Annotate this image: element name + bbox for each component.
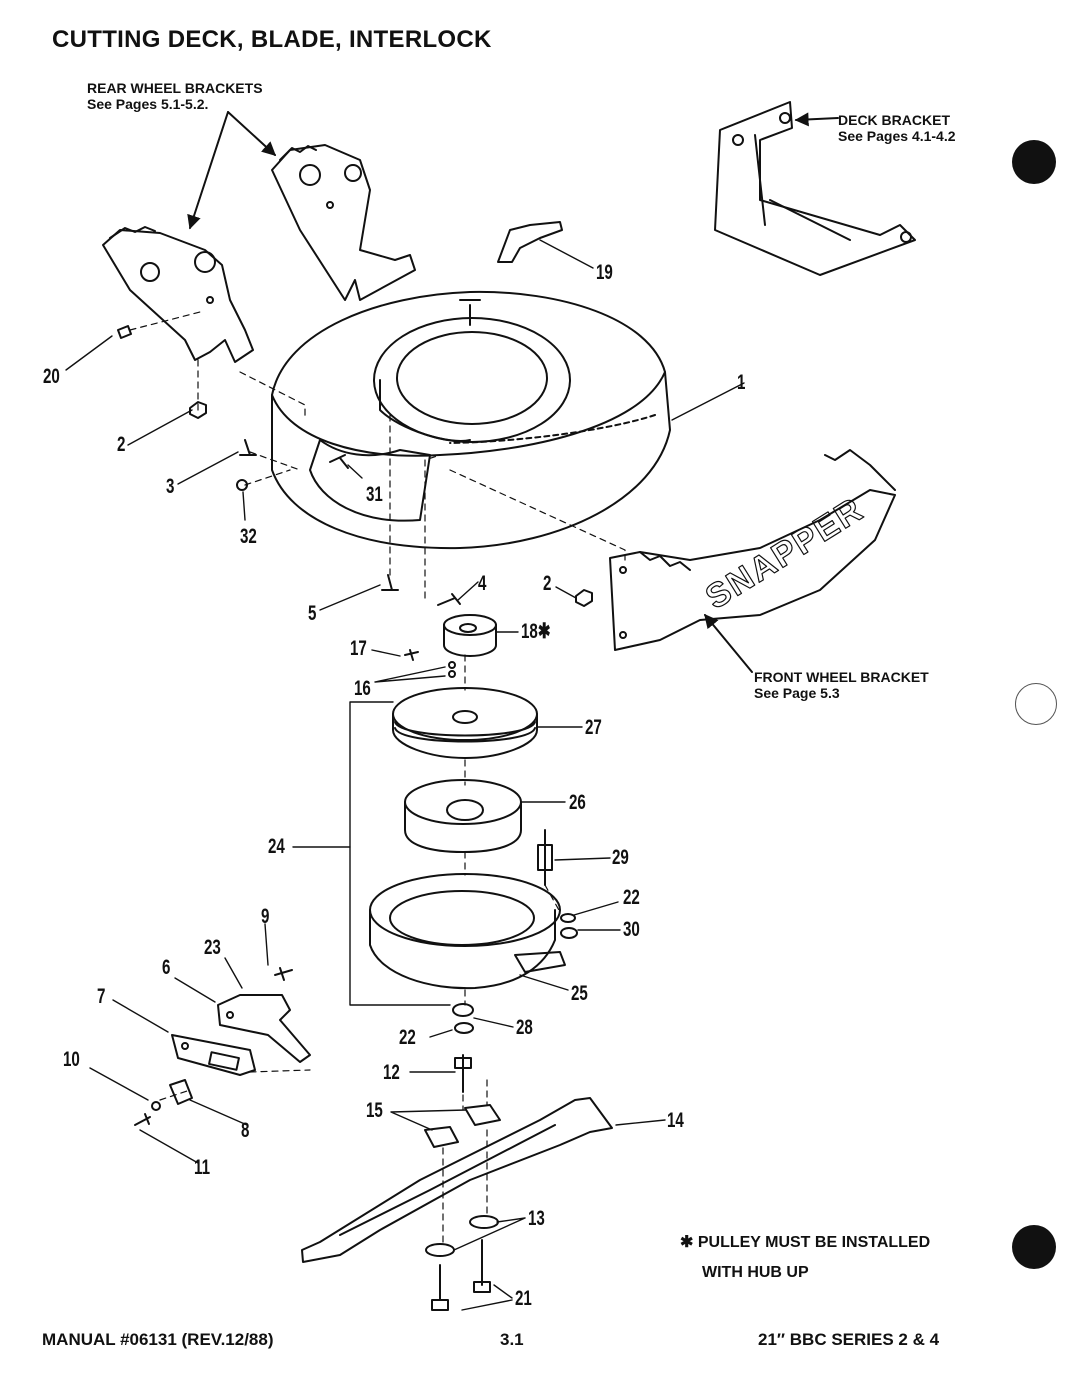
part-number-1: 1 [737, 371, 746, 394]
rear-wheel-bracket-left [102, 226, 254, 363]
installation-note-line-2: WITH HUB UP [702, 1264, 809, 1281]
part-number-22-lower: 22 [399, 1026, 416, 1049]
part-number-22: 22 [623, 886, 640, 909]
page-title: CUTTING DECK, BLADE, INTERLOCK [52, 26, 492, 53]
installation-note-line-1: ✱ PULLEY MUST BE INSTALLED [680, 1234, 931, 1251]
binder-hole-middle [1015, 683, 1057, 725]
part-number-24: 24 [268, 835, 285, 858]
rear-wheel-brackets-label: REAR WHEEL BRACKETS [87, 80, 263, 96]
part-number-3: 3 [166, 475, 175, 498]
part-number-32: 32 [240, 525, 257, 548]
part-number-18: 18✱ [521, 620, 551, 643]
part-number-6: 6 [162, 956, 171, 979]
deck-bracket-arrow [794, 112, 839, 127]
cutting-deck [271, 290, 671, 550]
part-number-26: 26 [569, 791, 586, 814]
part-number-2-front: 2 [543, 572, 552, 595]
footer-model: 21″ BBC SERIES 2 & 4 [758, 1330, 940, 1349]
leader-lines [65, 239, 745, 1311]
assembly-lines [129, 311, 626, 1246]
deck-bracket-ref: See Pages 4.1-4.2 [838, 128, 956, 144]
footer-page-number: 3.1 [500, 1330, 524, 1349]
part-number-19: 19 [596, 261, 613, 284]
part-number-13: 13 [528, 1207, 545, 1230]
part-number-21: 21 [515, 1287, 532, 1310]
front-wheel-bracket-ref: See Page 5.3 [754, 685, 840, 701]
part-number-16: 16 [354, 677, 371, 700]
binder-hole-bottom [1012, 1225, 1056, 1269]
clutch-26 [404, 779, 522, 853]
part-number-17: 17 [350, 637, 367, 660]
rear-wheel-bracket-arrow-2 [187, 111, 229, 230]
interlock-bracket-7 [171, 1034, 256, 1076]
deck-bracket-callout: DECK BRACKET See Pages 4.1-4.2 [838, 112, 956, 144]
rear-wheel-brackets-callout: REAR WHEEL BRACKETS See Pages 5.1-5.2. [87, 80, 263, 112]
hub-18 [443, 614, 497, 657]
part-number-12: 12 [383, 1061, 400, 1084]
part-number-7: 7 [97, 985, 106, 1008]
part-number-9: 9 [261, 905, 270, 928]
front-wheel-bracket-label: FRONT WHEEL BRACKET [754, 669, 929, 685]
part-number-29: 29 [612, 846, 629, 869]
installation-note: ✱ PULLEY MUST BE INSTALLED WITH HUB UP [680, 1228, 930, 1288]
deck-bracket-label: DECK BRACKET [838, 112, 950, 128]
part-number-14: 14 [667, 1109, 684, 1132]
part-number-23: 23 [204, 936, 221, 959]
part-number-11: 11 [194, 1156, 210, 1179]
blade [301, 1097, 613, 1263]
part-number-10: 10 [63, 1048, 80, 1071]
rear-wheel-bracket-right [271, 144, 416, 301]
pulley-27 [392, 687, 538, 759]
part-number-20: 20 [43, 365, 60, 388]
interlock-clip [497, 221, 563, 263]
brake-housing-25 [369, 873, 566, 990]
deck-bracket [714, 101, 916, 276]
part-number-25: 25 [571, 982, 588, 1005]
interlock-lever-6 [217, 994, 311, 1063]
part-number-27: 27 [585, 716, 602, 739]
part-number-28: 28 [516, 1016, 533, 1039]
rear-wheel-bracket-arrow-1 [227, 111, 277, 156]
part-number-30: 30 [623, 918, 640, 941]
front-wheel-bracket [609, 449, 896, 651]
part-number-8: 8 [241, 1119, 250, 1142]
part-number-15: 15 [366, 1099, 383, 1122]
front-wheel-bracket-arrow [704, 613, 753, 673]
footer-manual-number: MANUAL #06131 (REV.12/88) [42, 1330, 274, 1349]
part-number-5: 5 [308, 602, 317, 625]
binder-hole-top [1012, 140, 1056, 184]
part-number-31: 31 [366, 483, 383, 506]
part-number-2: 2 [117, 433, 126, 456]
switch-8 [169, 1079, 193, 1105]
part-number-4: 4 [478, 572, 487, 595]
front-wheel-bracket-callout: FRONT WHEEL BRACKET See Page 5.3 [754, 669, 929, 701]
rear-wheel-brackets-ref: See Pages 5.1-5.2. [87, 96, 209, 112]
